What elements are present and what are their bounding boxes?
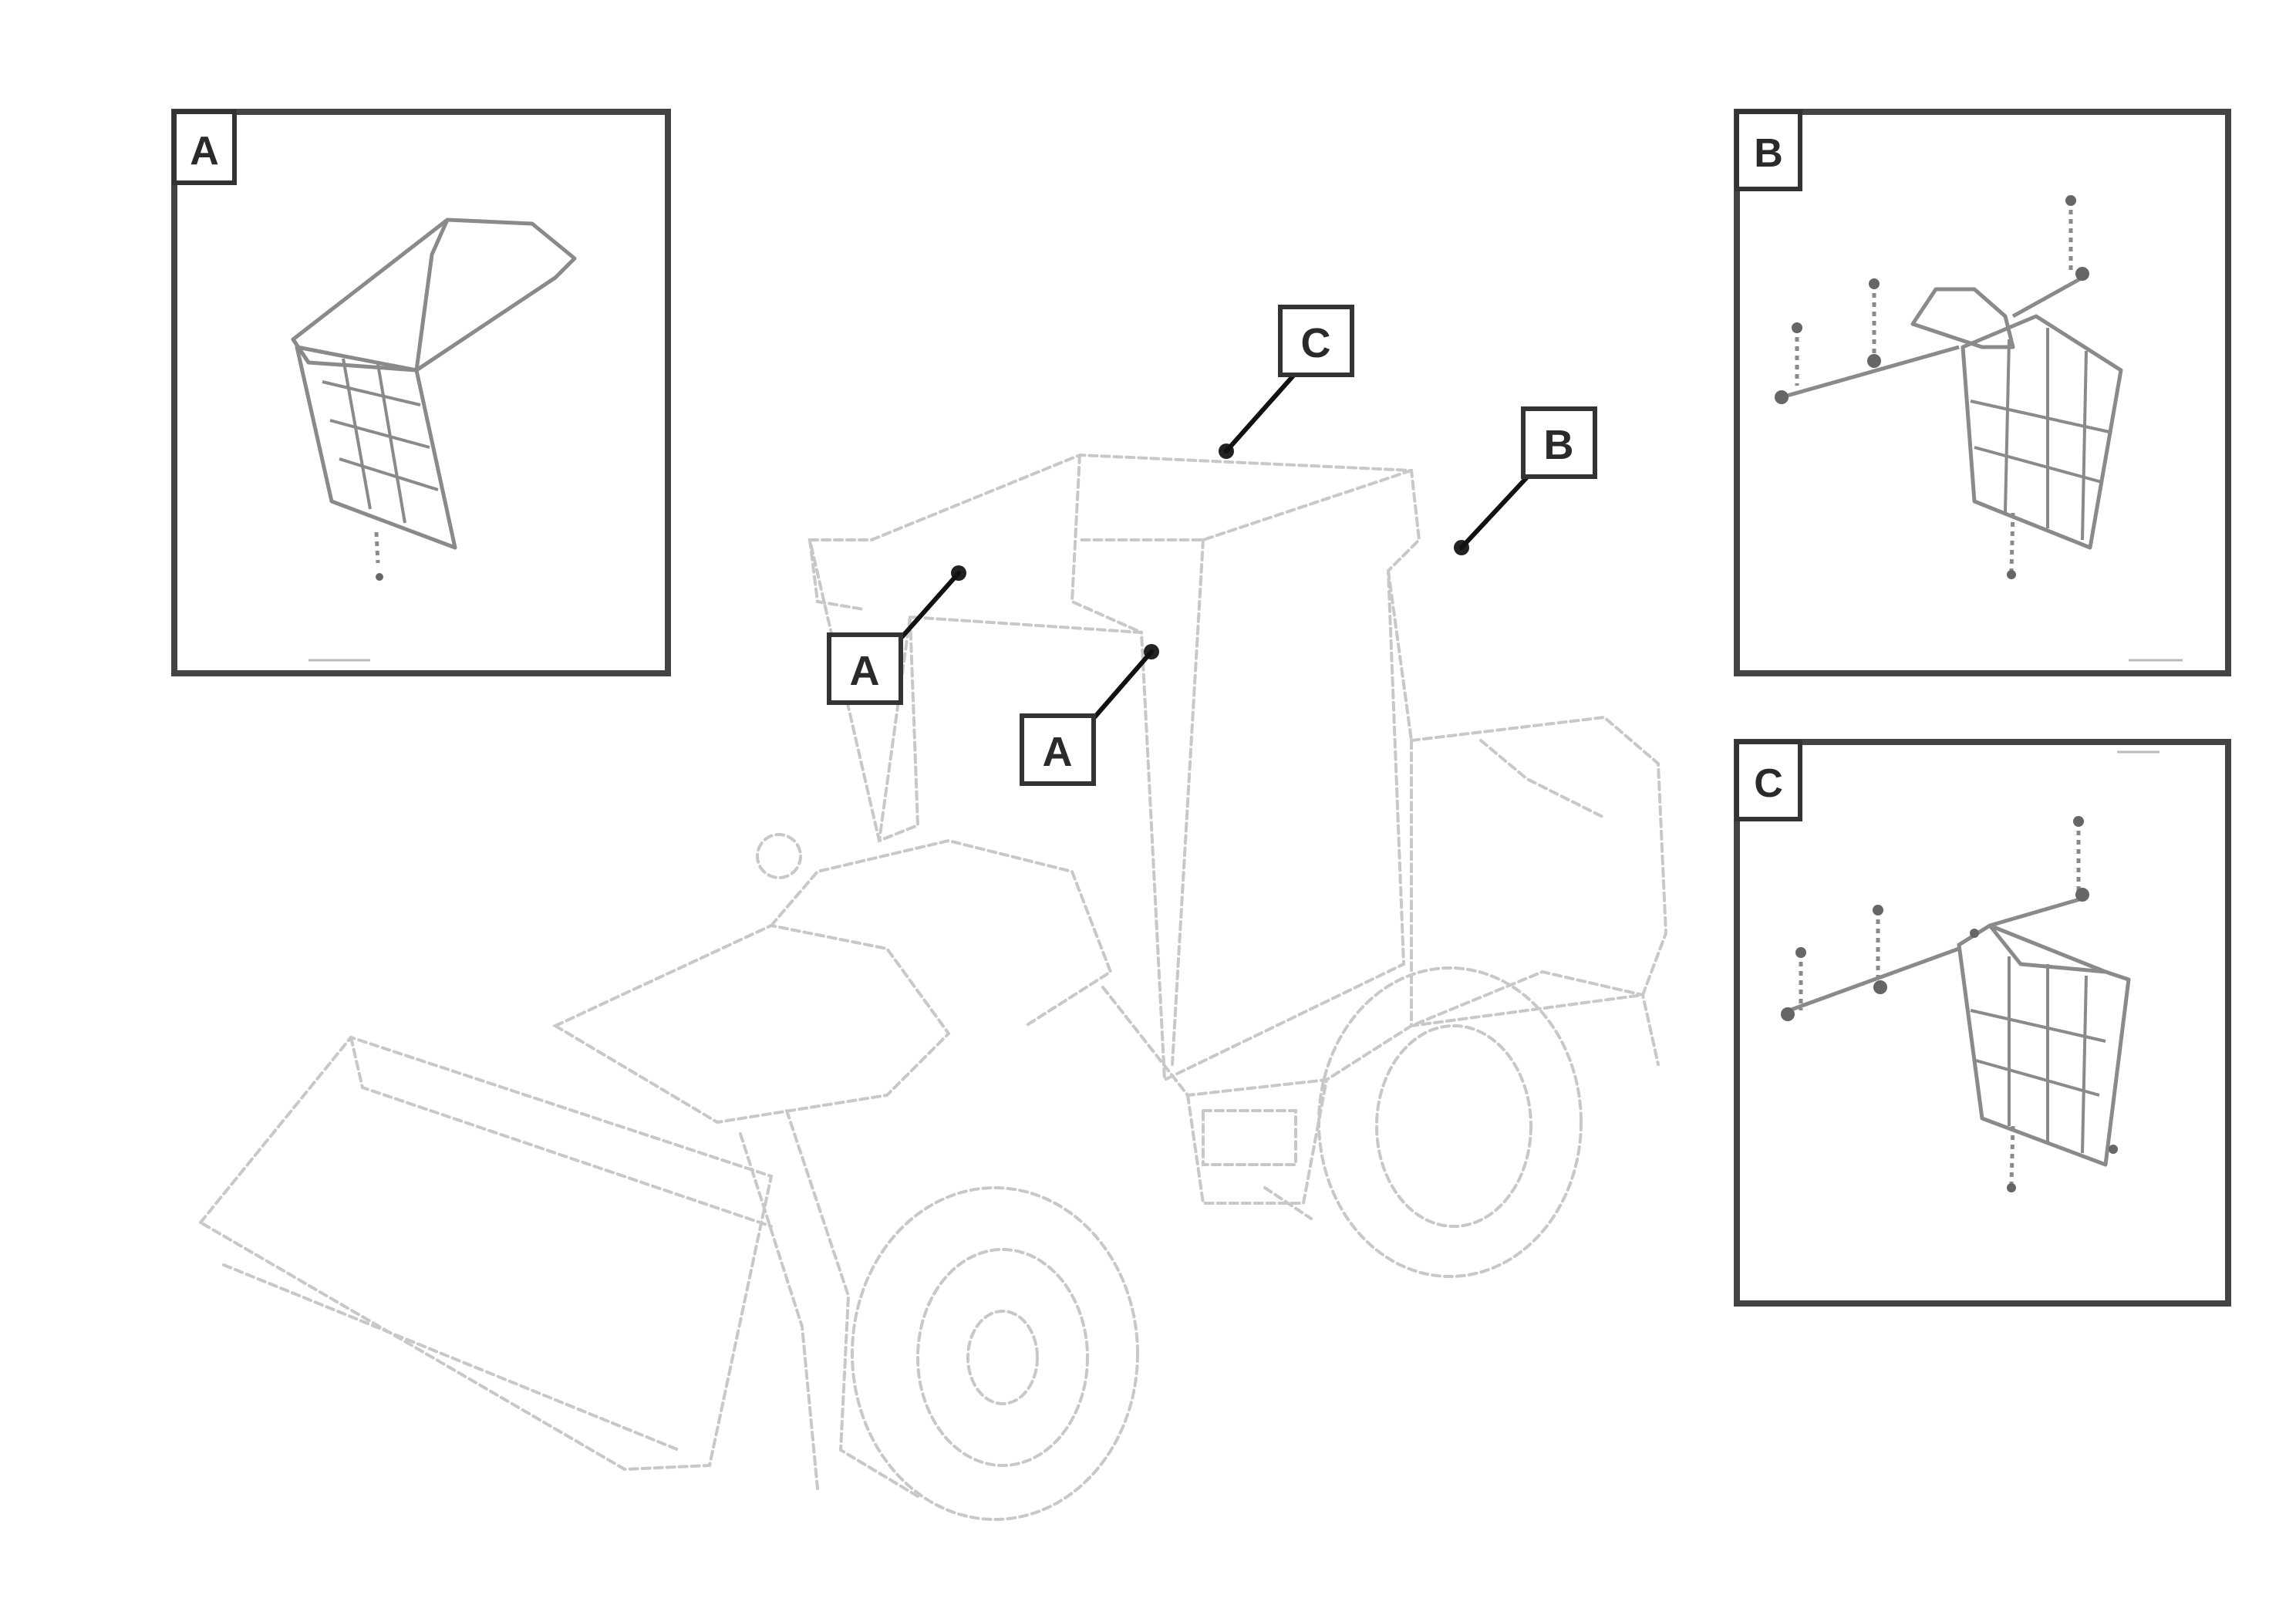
callout-a-lower: A — [1020, 713, 1096, 786]
front-wheel — [851, 1186, 1139, 1521]
rear-wheel — [1317, 966, 1583, 1278]
leader-b — [1459, 467, 1537, 550]
detail-c-work-light — [1789, 821, 2131, 1185]
detail-b-lamp-body — [1961, 314, 2123, 550]
cab — [807, 453, 1421, 1083]
detail-a-visor — [291, 218, 577, 373]
detail-b-bracket — [1910, 287, 2015, 349]
callout-b: B — [1521, 406, 1597, 479]
detail-c-panel: C — [1734, 739, 2231, 1307]
loader-arm — [551, 923, 951, 1125]
wheel-loader-drawing — [197, 453, 1668, 1521]
detail-c-tag: C — [1754, 761, 1783, 806]
leader-c — [1224, 366, 1302, 454]
detail-b-panel: B — [1734, 109, 2231, 676]
callout-c: C — [1278, 305, 1354, 377]
callout-a-upper-label: A — [850, 648, 880, 694]
detail-b-tag: B — [1754, 131, 1783, 176]
detail-a-work-light — [291, 218, 577, 564]
detail-a-tag: A — [190, 129, 219, 174]
leader-lines — [883, 366, 1537, 737]
detail-a-panel: A — [171, 109, 671, 676]
detail-b-work-light — [1781, 201, 2123, 572]
callout-b-label: B — [1544, 422, 1574, 468]
callout-a-upper: A — [827, 632, 903, 705]
engine-hood — [1410, 715, 1668, 1028]
detail-a-lamp-body — [295, 345, 457, 550]
callout-c-label: C — [1301, 320, 1331, 366]
callout-a-lower-label: A — [1043, 729, 1073, 775]
bucket — [197, 1035, 774, 1472]
